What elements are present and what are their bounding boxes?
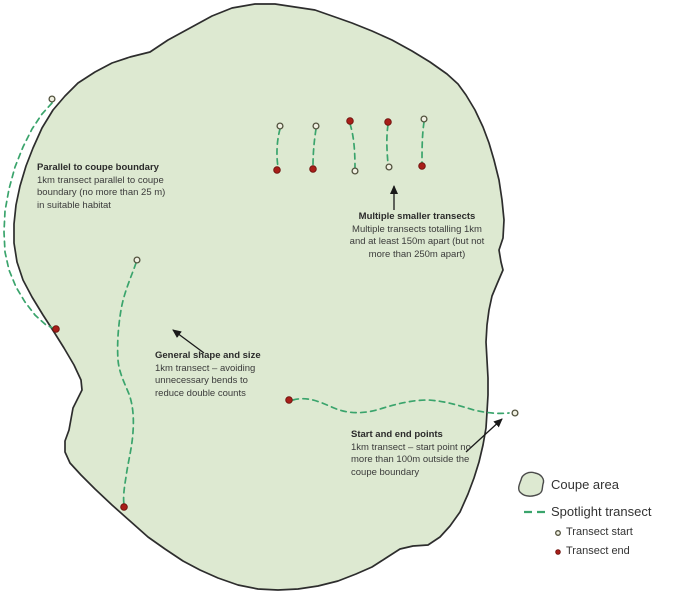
legend-spotlight-transect-label: Spotlight transect [551,504,652,519]
transect-parallel-path [3,102,54,329]
transect-end-marker [273,166,281,174]
annotation-body: 1km transect – avoiding unnecessary bend… [155,362,256,399]
transect-start-legend-icon [555,530,561,536]
general-shape-arrow [172,329,205,354]
annotation-parallel-to-boundary: Parallel to coupe boundary 1km transect … [37,162,215,212]
transect-end-marker [52,325,60,333]
annotation-multiple-smaller-transects: Multiple smaller transects Multiple tran… [331,211,503,261]
transect-start-marker [351,167,359,175]
transect-start-marker [276,122,284,130]
annotation-body: 1km transect – start point no more than … [351,441,471,478]
transect-start-marker [312,122,320,130]
transect-end-marker [285,396,293,404]
transect-start-marker [385,163,393,171]
transect-start-marker [511,409,519,417]
annotation-start-and-end-points: Start and end points 1km transect – star… [351,429,516,479]
legend-transect-start-label: Transect start [566,526,633,538]
legend-coupe-area-label: Coupe area [551,477,619,492]
transect-end-marker [120,503,128,511]
transect-small-1-path [276,128,281,168]
coupe-area-legend-icon [518,471,545,497]
transect-start-marker [420,115,428,123]
transect-end-marker [384,118,392,126]
annotation-title: Parallel to coupe boundary [37,162,159,173]
start-end-arrow [465,418,503,453]
transect-start-marker [133,256,141,264]
transect-small-3-path [349,123,356,169]
transect-start-marker [48,95,56,103]
transect-end-legend-icon [555,549,561,555]
coupe-area-shape [13,3,505,591]
transect-start-end-path [292,397,510,415]
transect-small-4-path [386,124,389,165]
transect-small-5-path [421,121,425,164]
legend-transect-end-label: Transect end [566,545,630,557]
transect-end-marker [418,162,426,170]
annotation-title: Multiple smaller transects [358,211,476,222]
annotation-body: 1km transect parallel to coupe boundary … [37,174,166,211]
annotation-body: Multiple transects totalling 1km and at … [349,223,485,260]
transect-end-marker [346,117,354,125]
annotation-title: General shape and size [155,350,261,361]
transect-end-marker [309,165,317,173]
transect-general-shape-path [116,262,137,505]
annotation-general-shape-and-size: General shape and size 1km transect – av… [155,350,300,400]
transect-small-2-path [312,128,317,167]
annotation-title: Start and end points [351,429,443,440]
